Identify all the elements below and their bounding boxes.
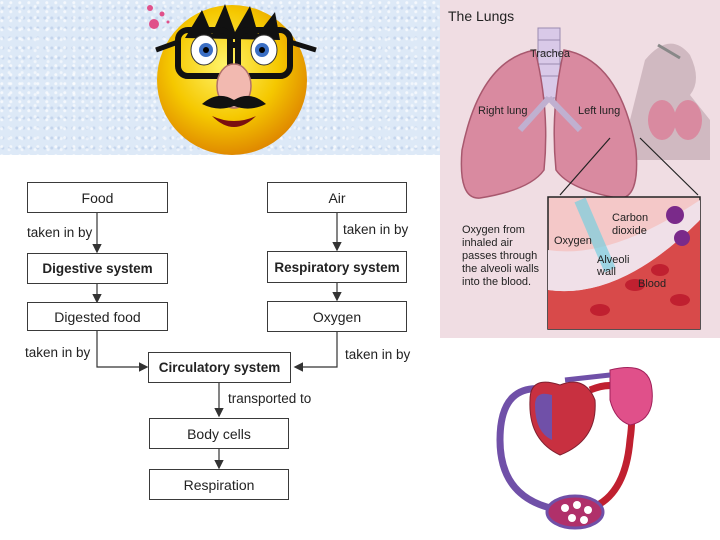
lungs-panel: The Lungs Trachea Right lung Left lung O… bbox=[440, 0, 720, 338]
wall-label: wall bbox=[597, 266, 616, 278]
caption-line-1: Oxygen from bbox=[462, 224, 525, 236]
taken-in-by-air-label: taken in by bbox=[343, 222, 409, 237]
dioxide-label: dioxide bbox=[612, 225, 647, 237]
digestive-system-box: Digestive system bbox=[27, 253, 168, 284]
air-box: Air bbox=[267, 182, 407, 213]
heart-circulation-icon bbox=[496, 367, 653, 530]
body-cells-box: Body cells bbox=[149, 418, 289, 449]
lungs-illustration-icon bbox=[460, 27, 710, 330]
transported-to-label: transported to bbox=[228, 391, 312, 406]
sparkle-dots bbox=[147, 5, 170, 29]
carbon-label: Carbon bbox=[612, 212, 649, 224]
right-lung-label: Right lung bbox=[478, 105, 528, 117]
oxygen-alveoli-label: Oxygen bbox=[554, 235, 592, 247]
respiration-box: Respiration bbox=[149, 469, 289, 500]
alveoli-label: Alveoli bbox=[597, 254, 630, 266]
trachea-label: Trachea bbox=[530, 48, 570, 60]
smiley-disguise-icon bbox=[147, 4, 317, 155]
blood-label: Blood bbox=[638, 278, 667, 290]
taken-in-by-oxygen-label: taken in by bbox=[345, 347, 411, 362]
respiratory-system-box: Respiratory system bbox=[267, 251, 407, 283]
caption-line-4: the alveoli walls bbox=[462, 263, 540, 275]
oxygen-box: Oxygen bbox=[267, 301, 407, 332]
caption-line-3: passes through bbox=[462, 250, 538, 262]
taken-in-by-food-label: taken in by bbox=[27, 225, 93, 240]
left-lung-label: Left lung bbox=[578, 105, 621, 117]
circulatory-system-box: Circulatory system bbox=[148, 352, 291, 383]
digested-food-box: Digested food bbox=[27, 302, 168, 331]
food-box: Food bbox=[27, 182, 168, 213]
caption-line-2: inhaled air bbox=[462, 237, 513, 249]
caption-line-5: into the blood. bbox=[462, 276, 532, 288]
taken-in-by-digested-label: taken in by bbox=[25, 345, 91, 360]
lungs-title: The Lungs bbox=[448, 8, 515, 24]
